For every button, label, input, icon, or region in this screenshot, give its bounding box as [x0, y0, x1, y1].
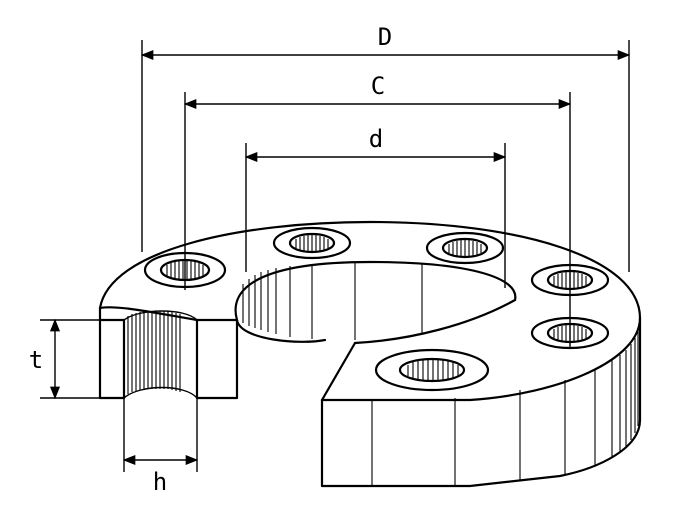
bore — [234, 260, 517, 343]
bolt-hole-6 — [374, 348, 490, 392]
label-D: D — [378, 23, 392, 51]
bore-wall-hatching — [242, 263, 423, 340]
dimension-labels: D C d t h — [29, 23, 392, 496]
label-t: t — [29, 346, 43, 374]
label-d: d — [369, 125, 383, 153]
outer-side-hatching — [371, 330, 639, 486]
label-h: h — [153, 468, 167, 496]
dimension-lines — [49, 49, 631, 466]
bolt-hole-2 — [272, 226, 352, 260]
bolt-holes — [143, 226, 610, 392]
label-C: C — [371, 72, 385, 100]
bolt-hole-3 — [425, 231, 505, 265]
section-hole-hatching — [122, 310, 199, 400]
